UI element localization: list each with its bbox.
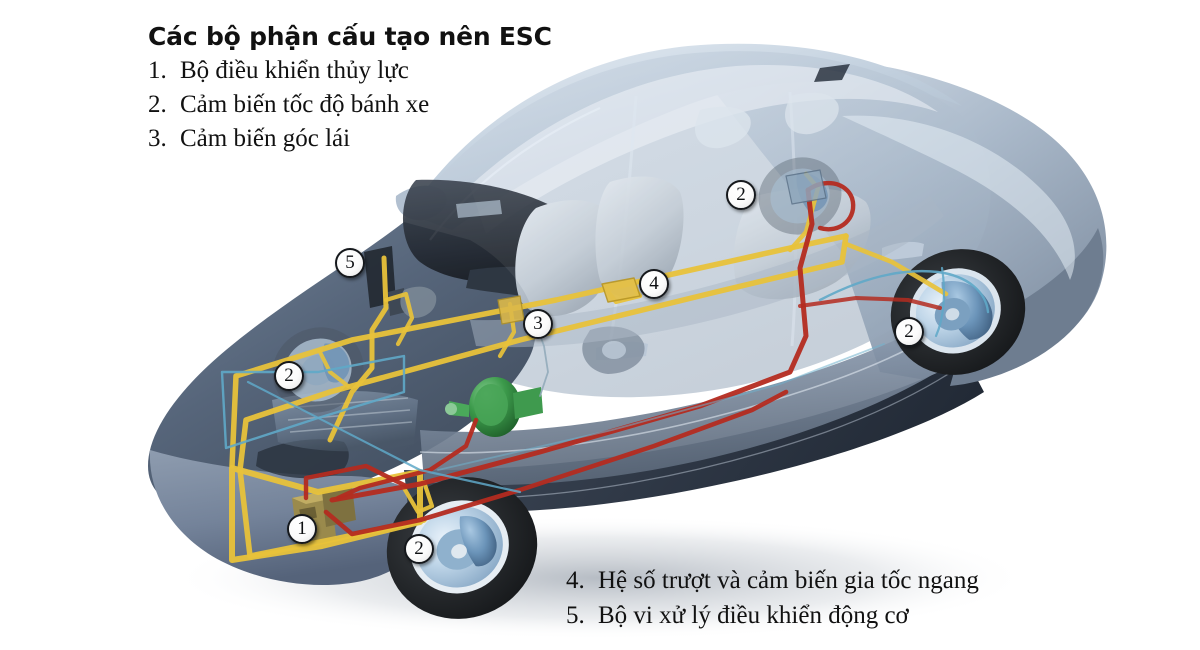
- legend-number-3: 3.: [148, 124, 167, 152]
- legend-item-1: 1. Bộ điều khiển thủy lực: [148, 54, 578, 88]
- callout-4-yaw-sensor: 4: [639, 269, 669, 299]
- legend-label-4: Hệ số trượt và cảm biến gia tốc ngang: [598, 567, 979, 594]
- legend-number-2: 2.: [148, 90, 167, 118]
- engine-ecu-module: [364, 246, 396, 308]
- wheel-front-right: [386, 477, 538, 619]
- steering-angle-sensor-box: [497, 295, 525, 325]
- harness-yellow-main-loop: [229, 233, 849, 469]
- legend-item-2: 2. Cảm biến tốc độ bánh xe: [148, 88, 578, 122]
- brake-line-red-secondary: [323, 389, 789, 537]
- callout-number: 2: [904, 321, 914, 342]
- yaw-sensor-box: [601, 277, 641, 303]
- legend-label-2: Cảm biến tốc độ bánh xe: [180, 90, 430, 118]
- interior: [402, 92, 944, 374]
- callout-number: 4: [649, 273, 659, 294]
- legend-label-1: Bộ điều khiển thủy lực: [180, 56, 409, 84]
- harness-yellow-front-wheel-branch: [401, 479, 435, 515]
- sensor-line-blue-rear-right: [818, 269, 990, 314]
- callout-number: 5: [345, 252, 355, 273]
- steering-wheel-hub: [602, 341, 626, 359]
- callout-number: 2: [414, 538, 424, 559]
- callout-number: 2: [736, 184, 746, 205]
- sensor-line-blue-front-diag: [246, 380, 522, 494]
- title-and-legend-top: Các bộ phận cấu tạo nên ESC 1. Bộ điều k…: [148, 22, 578, 156]
- rear-left-sensor-module: [785, 169, 827, 205]
- front-seat-left: [515, 200, 613, 317]
- callout-number: 3: [533, 313, 543, 334]
- dash-vent: [456, 200, 502, 218]
- legend-label-3: Cảm biến góc lái: [180, 124, 351, 152]
- brake-line-red-booster-feed: [335, 417, 479, 501]
- harness-yellow-rear-right-branch: [843, 241, 949, 297]
- legend-item-5: 5. Bộ vi xử lý điều khiển động cơ: [566, 599, 979, 634]
- booster-bolt: [445, 403, 457, 415]
- wheel-center-cap-front-right: [451, 544, 467, 559]
- roof-antenna-slot: [814, 64, 850, 82]
- brake-line-red-rear-right: [798, 296, 942, 310]
- brake-caliper-front-right: [459, 515, 497, 567]
- brake-line-red-rear-hook: [805, 180, 856, 232]
- legend-number-4: 4.: [566, 567, 585, 594]
- callout-5-engine-ecu: 5: [335, 248, 365, 278]
- callout-1-hydraulic-unit: 1: [287, 514, 317, 544]
- page-title: Các bộ phận cấu tạo nên ESC: [148, 22, 552, 51]
- rear-headrest-right: [785, 92, 839, 135]
- legend-list-top: 1. Bộ điều khiển thủy lực 2. Cảm biến tố…: [148, 54, 578, 156]
- callout-2-front-left-wheel: 2: [274, 361, 304, 391]
- booster-master-cylinder: [513, 387, 543, 419]
- harness-yellow-lower-return: [237, 233, 849, 559]
- callout-2-rear-right-wheel: 2: [894, 317, 924, 347]
- door-handle-rear: [882, 241, 924, 260]
- sensor-line-blue-rear-right-drop: [934, 266, 946, 338]
- booster-face: [474, 384, 508, 426]
- legend-item-4: 4. Hệ số trượt và cảm biến gia tốc ngang: [566, 564, 979, 599]
- legend-bottom: 4. Hệ số trượt và cảm biến gia tốc ngang…: [566, 562, 979, 633]
- legend-label-5: Bộ vi xử lý điều khiển động cơ: [598, 601, 909, 629]
- body-side-panel: [420, 282, 1004, 486]
- callout-number: 1: [297, 518, 307, 539]
- interior-floor: [470, 196, 944, 348]
- legend-number-5: 5.: [566, 601, 585, 629]
- harness-yellow-front-left-branch: [318, 350, 350, 388]
- rear-headrest-left: [695, 106, 751, 149]
- legend-item-3: 3. Cảm biến góc lái: [148, 122, 578, 156]
- front-seat-right: [595, 176, 684, 298]
- sensor-line-blue-body-long: [437, 343, 885, 471]
- callout-2-front-right-wheel: 2: [404, 534, 434, 564]
- roof-panel: [408, 43, 962, 230]
- callout-number: 2: [284, 365, 294, 386]
- callout-3-steering-angle: 3: [523, 309, 553, 339]
- brake-line-red-main: [329, 187, 815, 503]
- callout-2-rear-left-wheel: 2: [726, 180, 756, 210]
- brake-booster: [445, 377, 543, 437]
- wheel-center-cap-rear-right: [945, 308, 960, 321]
- deck-lid-highlight: [842, 115, 1075, 280]
- legend-list-bottom: 4. Hệ số trượt và cảm biến gia tốc ngang…: [566, 564, 979, 633]
- sensor-line-blue-front-left: [220, 354, 406, 450]
- harness-yellow-ecu-branch: [383, 291, 415, 347]
- roof-highlight: [470, 64, 938, 234]
- brake-line-red-loop-front: [303, 463, 409, 501]
- legend-number-1: 1.: [148, 56, 167, 84]
